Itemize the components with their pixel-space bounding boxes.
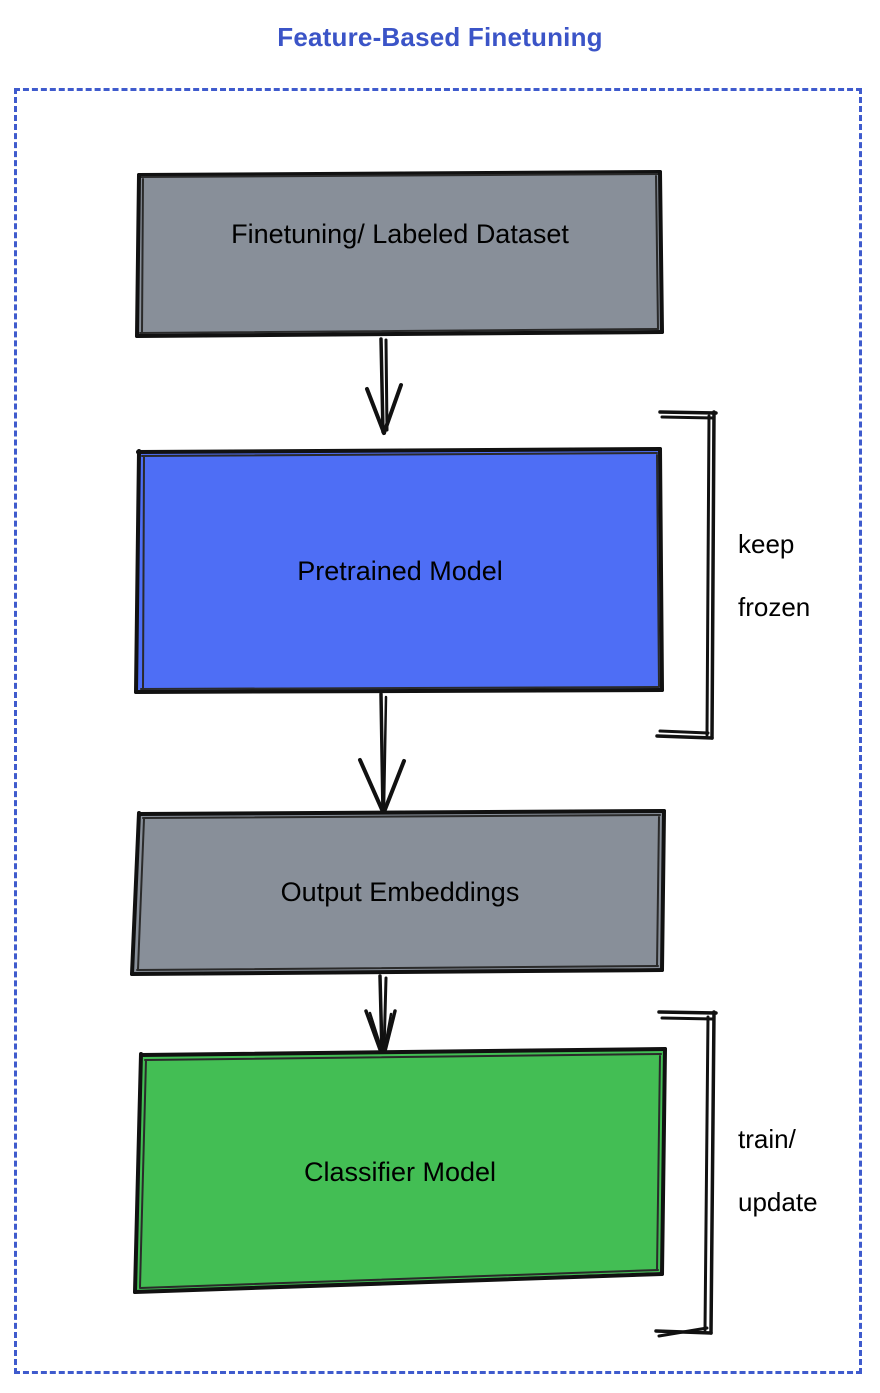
annotation-keep-frozen: keep frozen — [738, 497, 810, 656]
node-label-dataset: Finetuning/ Labeled Dataset — [231, 219, 569, 249]
node-label-classifier: Classifier Model — [303, 1157, 497, 1187]
page-title: Feature-Based Finetuning — [277, 22, 603, 52]
annotation-keep-frozen-line2: frozen — [738, 592, 811, 623]
node-label-embeddings: Output Embeddings — [280, 877, 520, 907]
annotation-train-update-line1: train/ — [738, 1123, 796, 1154]
annotation-keep-frozen-line1: keep — [738, 528, 795, 559]
diagram-frame — [14, 88, 862, 1374]
annotation-train-update-line2: update — [738, 1187, 818, 1218]
annotation-train-update: train/ update — [738, 1092, 818, 1251]
node-label-pretrained: Pretrained Model — [297, 556, 503, 586]
